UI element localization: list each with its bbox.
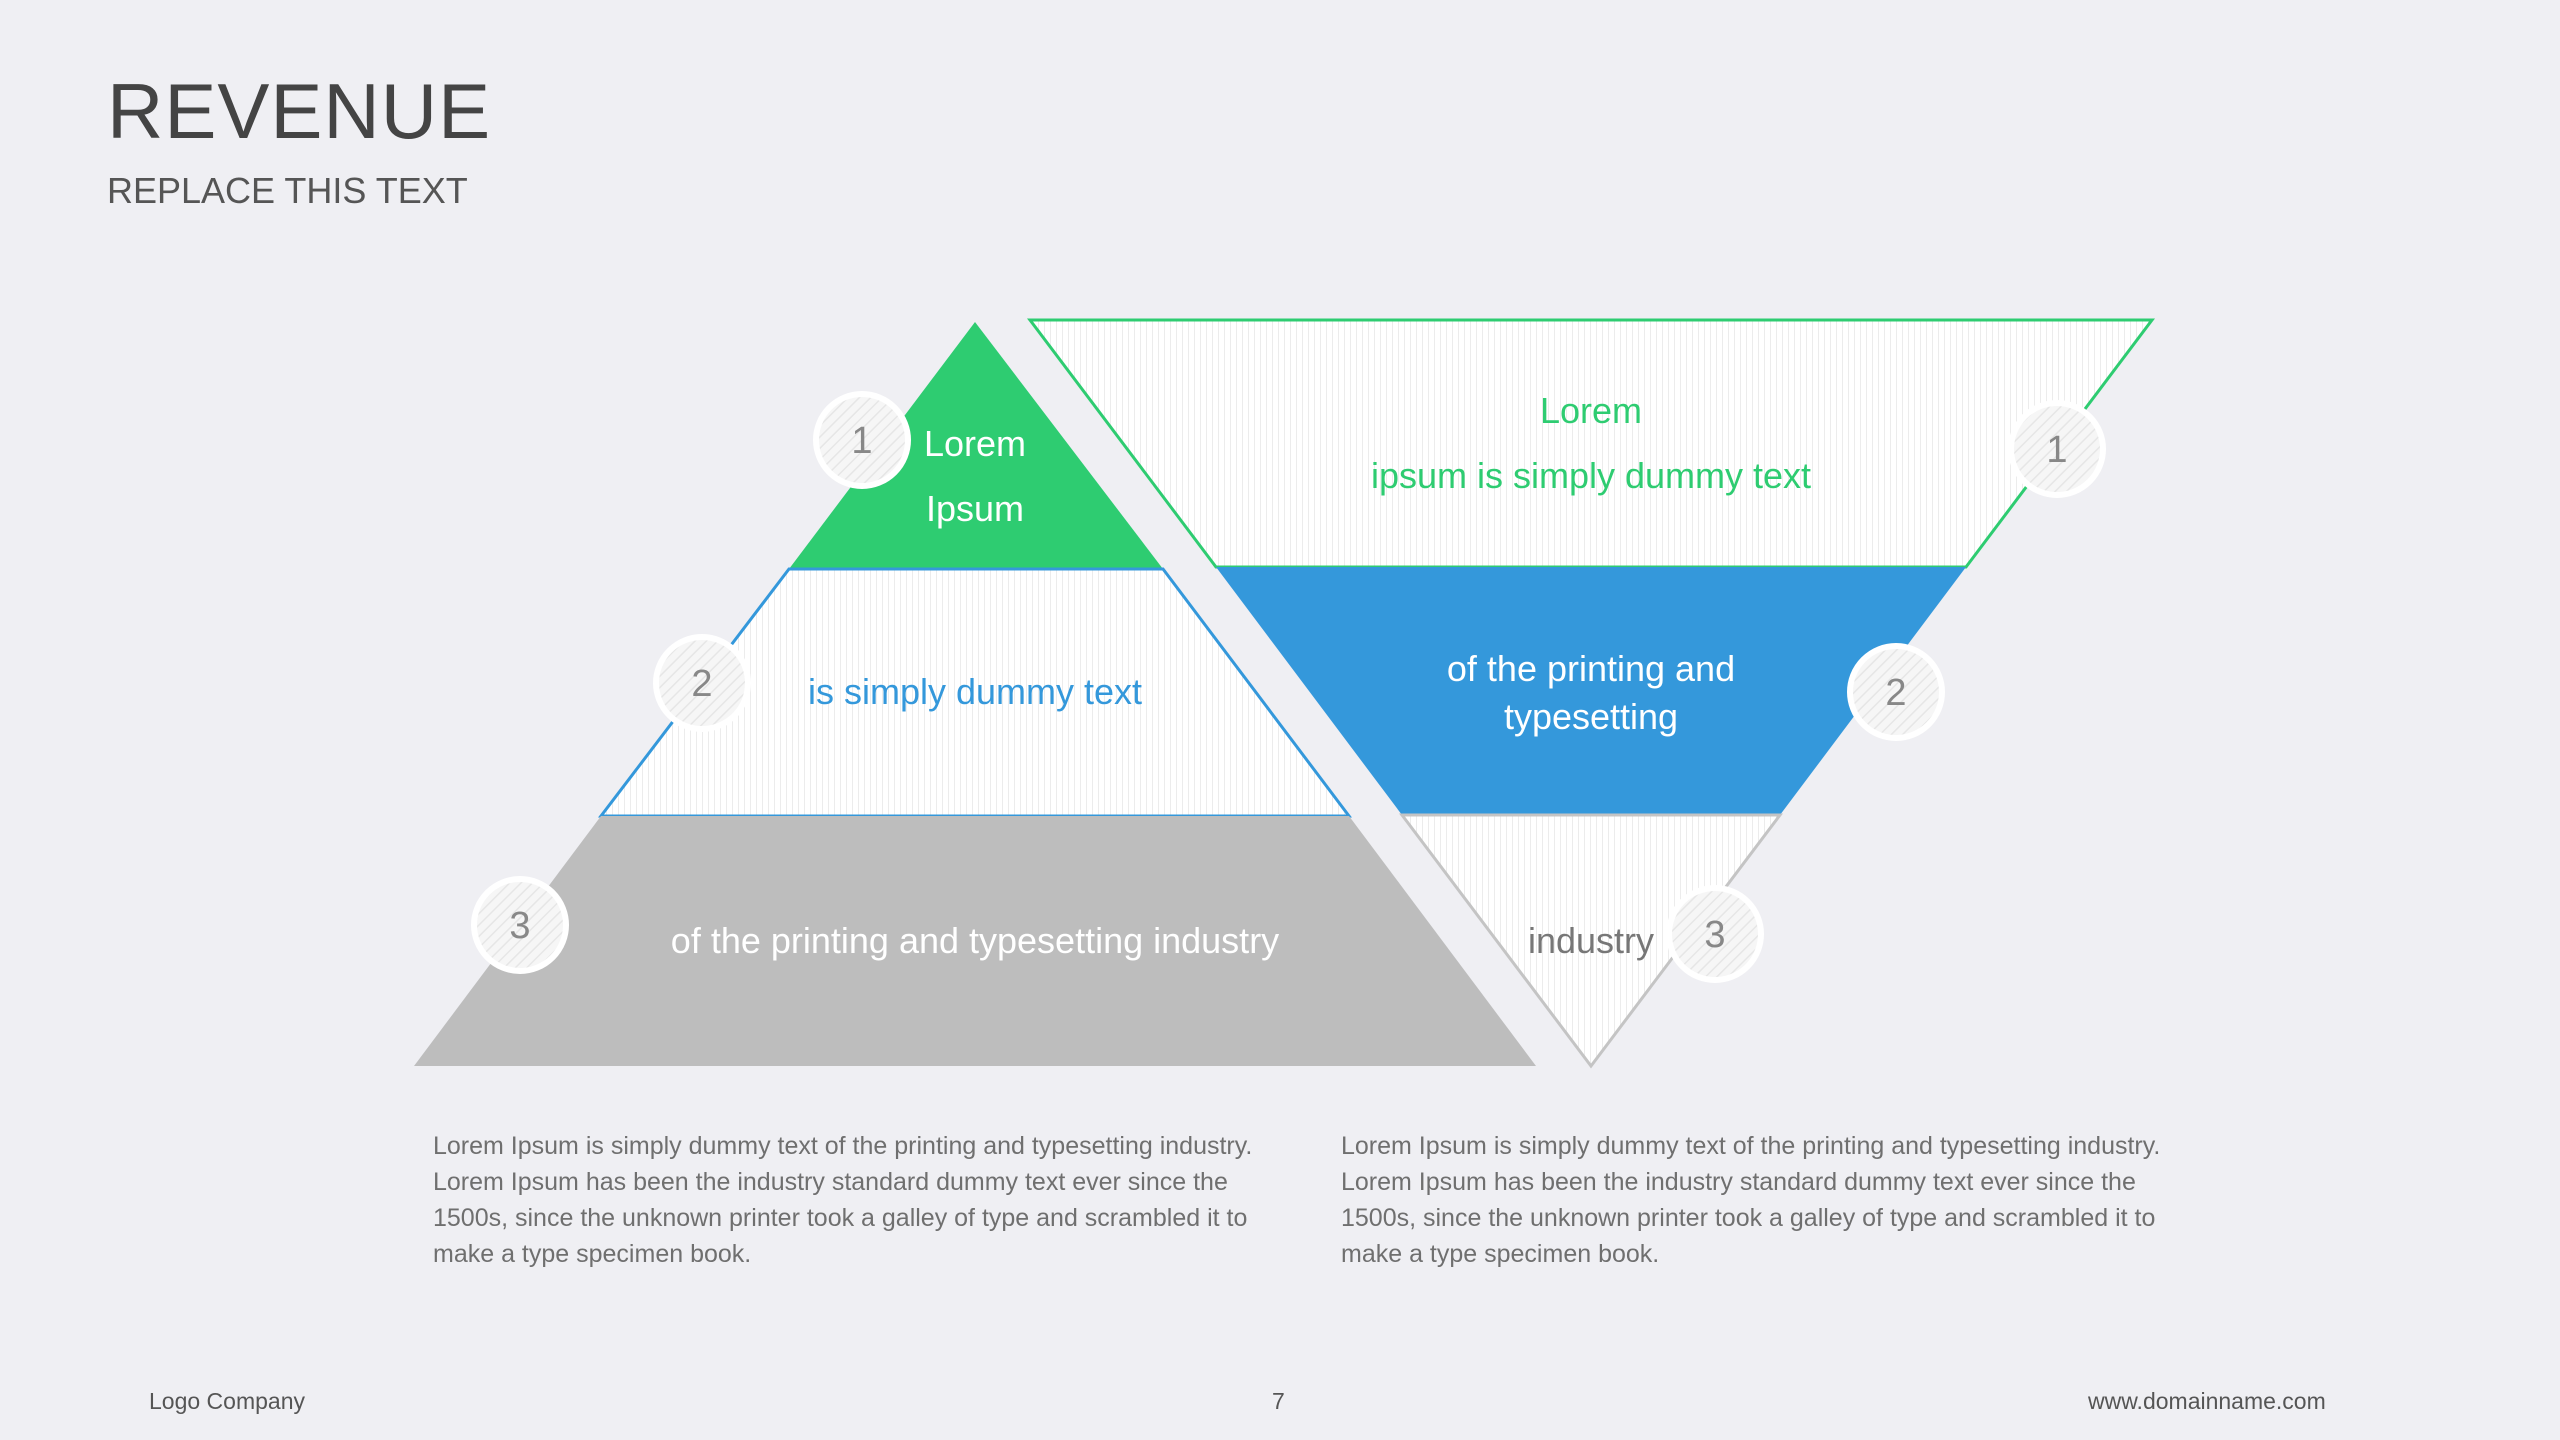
funnel: Lorem ipsum is simply dummy text of the … — [1026, 318, 2156, 1069]
funnel-badge-3: 3 — [1666, 885, 1764, 983]
funnel-level-1-shape — [1026, 318, 2156, 569]
page-title: REVENUE — [107, 67, 492, 155]
funnel-badge-2-number: 2 — [1885, 672, 1906, 714]
pyramid-level-1-label: Lorem — [924, 423, 1026, 464]
funnel-badge-2: 2 — [1847, 643, 1945, 741]
pyramid-badge-2-number: 2 — [691, 663, 712, 705]
funnel-level-3-label: industry — [1528, 920, 1654, 961]
footer-website[interactable]: www.domainname.com — [2088, 1388, 2326, 1414]
pyramid-badge-1: 1 — [813, 391, 911, 489]
footer-page-number: 7 — [1272, 1388, 1285, 1414]
pyramid-badge-1-number: 1 — [851, 420, 872, 462]
pyramid-level-2-label: is simply dummy text — [808, 671, 1142, 712]
description-right: Lorem Ipsum is simply dummy text of the … — [1341, 1132, 2161, 1268]
pyramid: Lorem Ipsum is simply dummy text of the … — [414, 322, 1536, 1066]
funnel-level-2-label-2: typesetting — [1504, 696, 1678, 737]
funnel-badge-3-number: 3 — [1704, 914, 1725, 956]
funnel-level-2-shape — [1216, 567, 1966, 815]
pyramid-badge-2: 2 — [653, 634, 751, 732]
funnel-level-2-label: of the printing and — [1447, 648, 1735, 689]
footer-company: Logo Company — [149, 1388, 305, 1414]
funnel-level-1-label: Lorem — [1540, 390, 1642, 431]
description-left: Lorem Ipsum is simply dummy text of the … — [433, 1132, 1253, 1268]
funnel-badge-1: 1 — [2008, 400, 2106, 498]
funnel-level-1-label-2: ipsum is simply dummy text — [1371, 455, 1811, 496]
pyramid-level-3-label: of the printing and typesetting industry — [671, 920, 1279, 961]
pyramid-level-3-shape — [414, 816, 1536, 1066]
page-subtitle: REPLACE THIS TEXT — [107, 170, 468, 211]
pyramid-level-1-shape — [789, 322, 1163, 569]
pyramid-level-1-label-2: Ipsum — [926, 488, 1024, 529]
pyramid-badge-3-number: 3 — [509, 905, 530, 947]
pyramid-badge-3: 3 — [471, 876, 569, 974]
funnel-badge-1-number: 1 — [2046, 429, 2067, 471]
